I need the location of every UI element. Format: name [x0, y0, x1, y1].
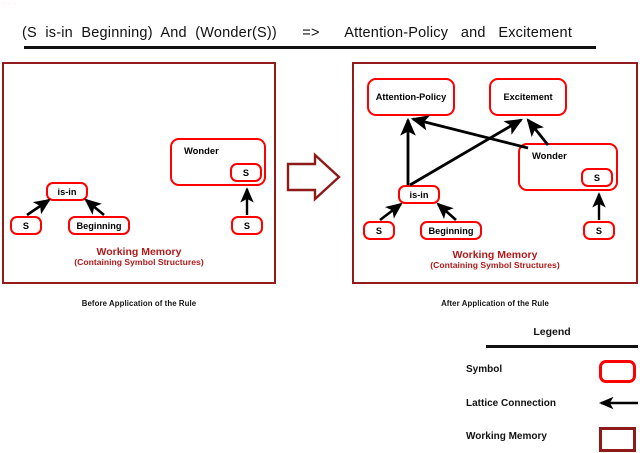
- node-label: Wonder: [184, 145, 219, 156]
- production-rule-text: (S is-in Beginning) And (Wonder(S)) => A…: [22, 25, 573, 41]
- node-label: S: [595, 225, 603, 236]
- working-memory-caption-after: Working Memory (Containing Symbol Struct…: [352, 249, 638, 271]
- rule-underline: [24, 46, 596, 49]
- node-is-in-after: is-in: [398, 185, 440, 204]
- node-wonder-inner-s-after: S: [581, 168, 613, 187]
- working-memory-caption-before: Working Memory (Containing Symbol Struct…: [2, 246, 276, 268]
- node-attention-policy-after: Attention-Policy: [367, 78, 455, 116]
- node-is-in-before: is-in: [46, 182, 88, 201]
- legend-swatch-working-memory-icon: [599, 427, 636, 452]
- node-label: S: [242, 167, 250, 178]
- panel-caption-after: After Application of the Rule: [441, 299, 549, 308]
- legend: Legend Symbol Lattice Connection Working…: [466, 326, 638, 452]
- node-label: Wonder: [532, 150, 567, 161]
- node-label: Attention-Policy: [375, 92, 447, 102]
- wm-caption-line2: (Containing Symbol Structures): [430, 260, 560, 271]
- legend-label-working-memory: Working Memory: [466, 431, 547, 442]
- node-s-left-before: S: [10, 216, 42, 235]
- legend-underline: [486, 345, 638, 348]
- node-label: S: [243, 220, 251, 231]
- node-label: S: [375, 225, 383, 236]
- legend-row-symbol: Symbol: [466, 360, 638, 386]
- legend-row-working-memory: Working Memory: [466, 427, 638, 453]
- node-label: Excitement: [503, 92, 553, 102]
- node-excitement-after: Excitement: [489, 78, 567, 116]
- node-label: S: [593, 172, 601, 183]
- wm-caption-line2: (Containing Symbol Structures): [74, 257, 204, 268]
- node-s-left-after: S: [363, 221, 395, 240]
- panel-caption-before: Before Application of the Rule: [81, 299, 197, 308]
- node-beginning-before: Beginning: [68, 216, 130, 235]
- node-label: is-in: [409, 189, 429, 200]
- node-s-below-wonder-before: S: [231, 216, 263, 235]
- transition-arrow: [286, 152, 341, 202]
- legend-title: Legend: [533, 326, 571, 338]
- node-wonder-inner-s-before: S: [230, 163, 262, 182]
- node-s-below-wonder-after: S: [583, 221, 615, 240]
- top-artifact-text: ......: [3, 0, 18, 6]
- legend-label-symbol: Symbol: [466, 364, 503, 375]
- wm-caption-line1: Working Memory: [452, 249, 538, 261]
- legend-swatch-symbol-icon: [599, 360, 636, 383]
- legend-row-lattice-connection: Lattice Connection: [466, 394, 638, 420]
- node-label: Beginning: [76, 220, 122, 231]
- wm-caption-line1: Working Memory: [96, 246, 182, 258]
- node-label: Beginning: [428, 225, 474, 236]
- node-label: is-in: [57, 186, 77, 197]
- node-label: S: [22, 220, 30, 231]
- legend-label-lattice-connection: Lattice Connection: [466, 398, 557, 409]
- node-beginning-after: Beginning: [420, 221, 482, 240]
- node-wonder-before: Wonder: [170, 138, 266, 186]
